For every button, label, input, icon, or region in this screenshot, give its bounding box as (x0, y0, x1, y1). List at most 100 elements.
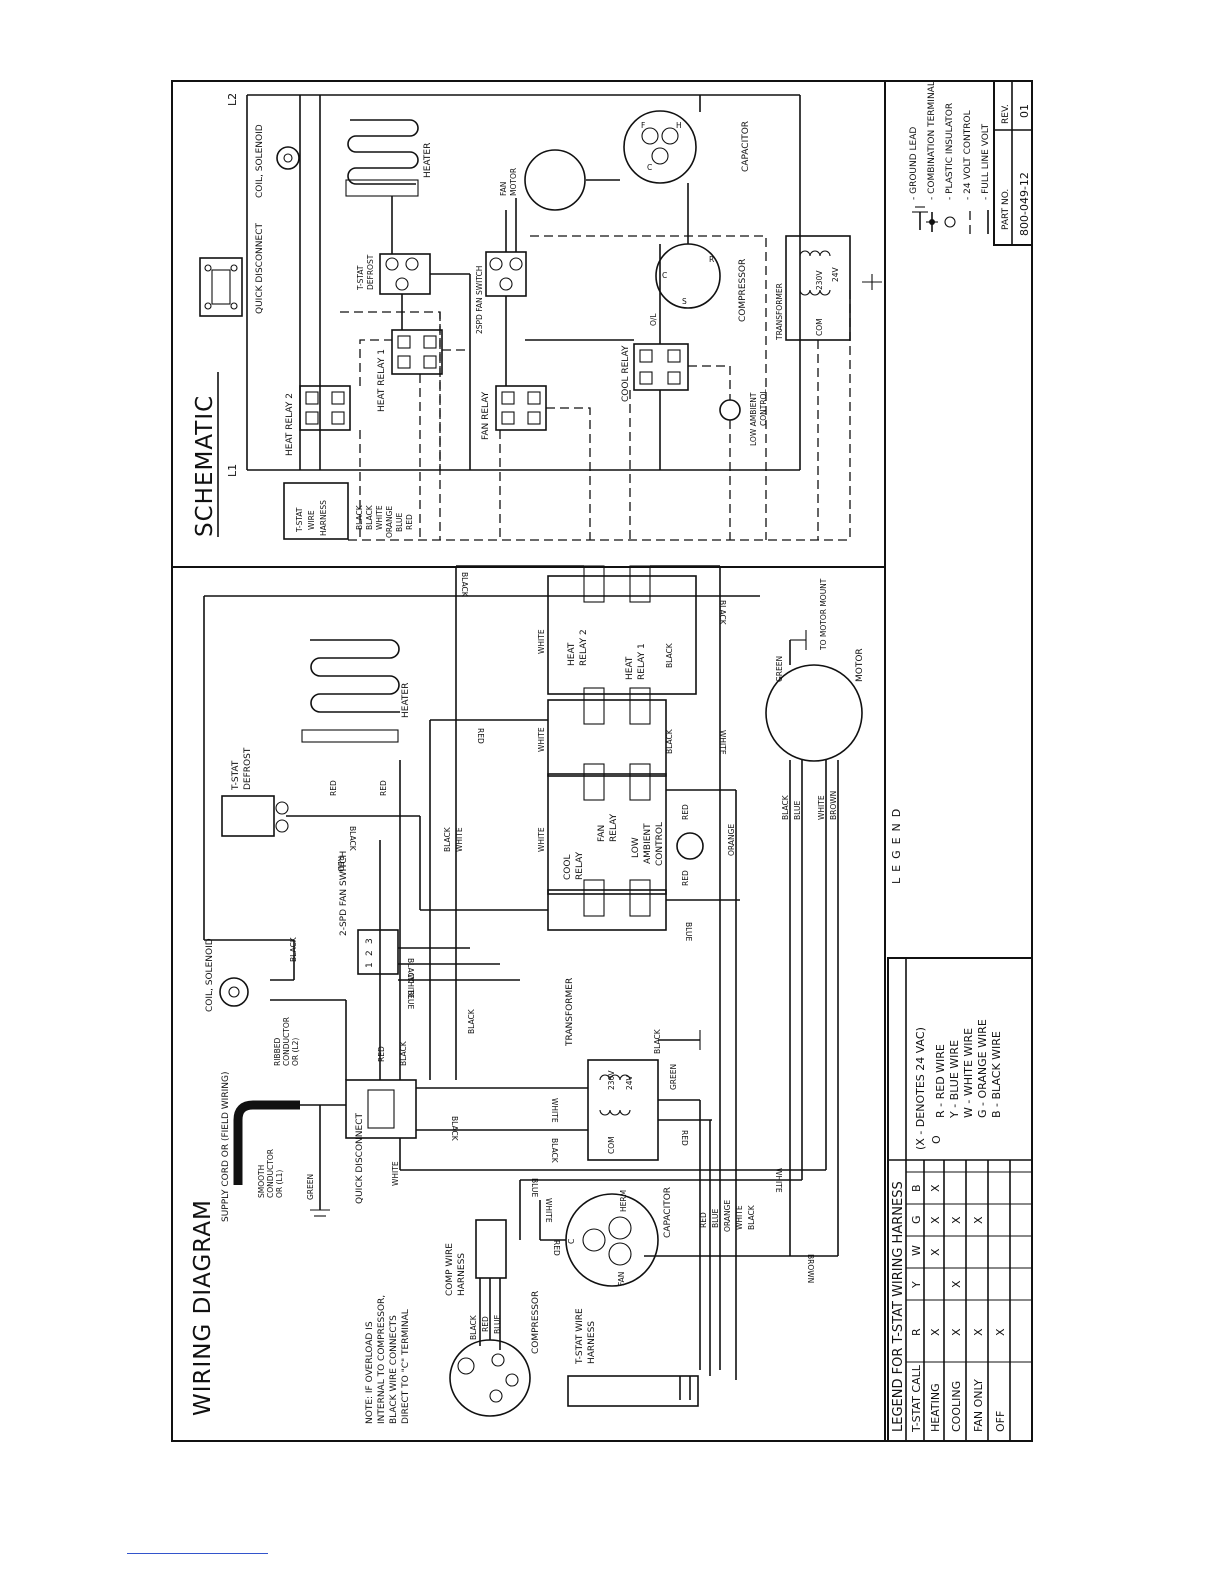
schematic-cap-h: H (676, 121, 682, 130)
schematic-low-ambient-icon (719, 399, 741, 421)
tstat-table: LEGEND FOR T-STAT WIRING HARNESS (X - DE… (887, 957, 1033, 1442)
smooth-conductor-line1: SMOOTH (257, 1165, 266, 1198)
wire-label-blue-3: BLUE (530, 1178, 539, 1197)
legend-24-volt-control: - 24 VOLT CONTROL (963, 110, 973, 200)
schematic-capacitor-label: CAPACITOR (741, 121, 751, 172)
wire-label-green-motor: GREEN (775, 656, 784, 682)
tstat-mark: X (950, 1216, 963, 1224)
schematic-harness-wire-3: WHITE (375, 505, 384, 530)
schematic-heater-icon (347, 119, 419, 185)
wire-label-red-1: RED (377, 1046, 386, 1062)
capacitor-fan-terminal: FAN (617, 1272, 626, 1286)
capacitor-herm-terminal: HERM (619, 1190, 628, 1212)
transformer-icon (587, 1059, 659, 1161)
schematic-fan-motor-icon (524, 149, 586, 211)
schematic-cap-f: F (641, 121, 645, 130)
wire-label-black-1: BLACK (289, 936, 298, 962)
transformer-24v: 24V (625, 1074, 634, 1090)
tstat-mark: X (950, 1328, 963, 1336)
wire-code-r: R - RED WIRE (934, 1044, 947, 1118)
schematic-capacitor-icon (623, 110, 697, 184)
wire-label-black-11: BLACK (665, 728, 674, 754)
schematic-cool-relay-label: COOL RELAY (621, 345, 631, 402)
rev-label: REV. (1001, 104, 1011, 124)
tstat-wire-harness-icon (567, 1375, 699, 1407)
schematic: L1 L2 COIL, SOLENOID QUICK DISCONNECT HE… (199, 93, 882, 541)
heater-label: HEATER (401, 683, 411, 718)
comp-wire-harness-icon (475, 1219, 507, 1279)
schematic-comp-s: S (682, 297, 687, 306)
wire-label-white-motor: WHITE (817, 795, 826, 820)
schematic-comp-r: R (709, 255, 714, 264)
legend-heading: LEGEND (890, 803, 903, 884)
wire-code-g: G - ORANGE WIRE (976, 1019, 989, 1118)
tstat-table-note: (X - DENOTES 24 VAC) (914, 1027, 927, 1150)
tstat-header-call: T-STAT CALL (910, 1364, 923, 1433)
schematic-harness-wire-6: RED (405, 514, 414, 530)
schematic-230v: 230V (815, 270, 824, 290)
tstat-header-g: G (910, 1215, 923, 1224)
wire-label-white-8: WHITE (718, 730, 727, 755)
schematic-compressor-label: COMPRESSOR (738, 259, 748, 322)
wire-label-red-5: RED (476, 728, 485, 744)
tstat-header-w: W (910, 1245, 923, 1256)
wire-label-black-10: BLACK (665, 642, 674, 668)
schematic-tstat-harness-icon (283, 482, 349, 540)
part-number-block (993, 80, 1033, 246)
wire-label-white-7: WHITE (537, 827, 546, 852)
schematic-harness-wire-2: BLACK (365, 504, 374, 530)
wire-label-black-4: BLACK (450, 1116, 459, 1142)
ribbed-conductor-line1: RIBBED (273, 1038, 282, 1066)
heat-relay-1-icon (547, 699, 667, 777)
wire-label-black-15: BLACK (469, 1314, 478, 1340)
schematic-tstat-harness-line1: T-STAT (295, 507, 304, 533)
wire-label-red-2: RED (329, 780, 338, 796)
fan-relay-icon (547, 773, 667, 895)
fan-switch-term-2: 2 (365, 950, 375, 956)
schematic-fan-motor-line1: FAN (499, 182, 508, 196)
capacitor-label: CAPACITOR (663, 1187, 673, 1238)
schematic-coil-solenoid-label: COIL, SOLENOID (255, 124, 265, 198)
part-no-value: 800-049-12 (1018, 172, 1031, 236)
schematic-tstat-defrost-line2: DEFROST (366, 254, 375, 290)
wire-label-white-2: WHITE (550, 1098, 559, 1123)
fan-switch-term-3: 3 (365, 938, 375, 944)
tstat-mark: X (972, 1328, 985, 1336)
note-line-3: BLACK WIRE CONNECTS (389, 1315, 399, 1424)
schematic-harness-wire-4: ORANGE (385, 506, 394, 538)
schematic-heat-relay-1-label: HEAT RELAY 1 (377, 349, 387, 412)
ground-green-label: GREEN (306, 1174, 315, 1200)
schematic-fan-motor-line2: MOTOR (509, 168, 518, 196)
fan-switch-label: 2-SPD FAN SWITCH (339, 851, 349, 936)
schematic-heat-relay-2-label: HEAT RELAY 2 (285, 393, 295, 456)
wire-label-black-7: BLACK (443, 826, 452, 852)
schematic-tstat-defrost-line1: T-STAT (356, 265, 365, 291)
legend-combination-terminal: - COMBINATION TERMINAL (927, 81, 937, 200)
cool-relay-icon (547, 889, 667, 931)
wire-label-white-5: WHITE (537, 629, 546, 654)
note-line-4: DIRECT TO "C" TERMINAL (401, 1309, 411, 1424)
fan-switch-term-1: 1 (365, 962, 375, 968)
low-ambient-line2: AMBIENT (643, 823, 653, 864)
tstat-harness-line2: HARNESS (587, 1321, 597, 1364)
part-no-label: PART NO. (1001, 189, 1011, 230)
wire-code-y: Y - BLUE WIRE (948, 1040, 961, 1119)
heater-icon (310, 639, 400, 713)
tstat-row-heating: HEATING (929, 1383, 942, 1432)
low-ambient-line1: LOW (631, 837, 641, 858)
compressor-label: COMPRESSOR (531, 1291, 541, 1354)
schematic-title: SCHEMATIC (192, 395, 218, 537)
wiring-diagram-title: WIRING DIAGRAM (190, 1199, 216, 1416)
schematic-quick-disconnect-icon (199, 257, 243, 317)
cool-relay-line2: RELAY (575, 851, 585, 880)
wire-label-black-14: BLACK (653, 1028, 662, 1054)
comp-harness-line1: COMP WIRE (445, 1243, 455, 1296)
drawing-frame (171, 80, 1033, 1442)
heat-relay-2-line1: HEAT (567, 642, 577, 666)
fan-relay-line2: RELAY (609, 813, 619, 842)
ribbed-conductor-line2: CONDUCTOR (282, 1017, 291, 1066)
wire-label-blue-5: BLUE (493, 1315, 502, 1334)
wire-label-black-3: BLACK (399, 1040, 408, 1066)
tstat-mark: X (994, 1328, 1007, 1336)
